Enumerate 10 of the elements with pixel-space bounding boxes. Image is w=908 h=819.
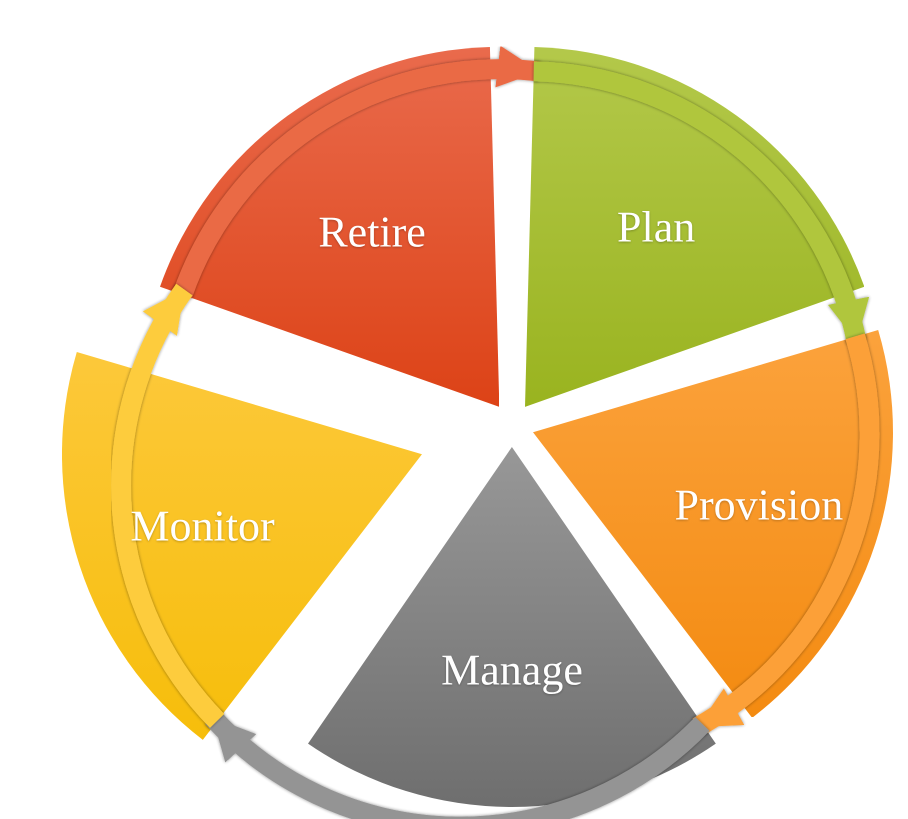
segment-label: Plan bbox=[617, 201, 696, 252]
curved-arrow bbox=[692, 334, 880, 736]
cycle-segment bbox=[160, 47, 500, 408]
segment-label: Retire bbox=[318, 206, 426, 258]
cycle-segment bbox=[62, 352, 422, 740]
curved-arrow bbox=[173, 48, 540, 299]
segment-label: Manage bbox=[441, 644, 583, 696]
segment-label: Monitor bbox=[130, 500, 275, 552]
segment-label: Provision bbox=[674, 480, 844, 531]
curved-arrow bbox=[111, 284, 225, 728]
